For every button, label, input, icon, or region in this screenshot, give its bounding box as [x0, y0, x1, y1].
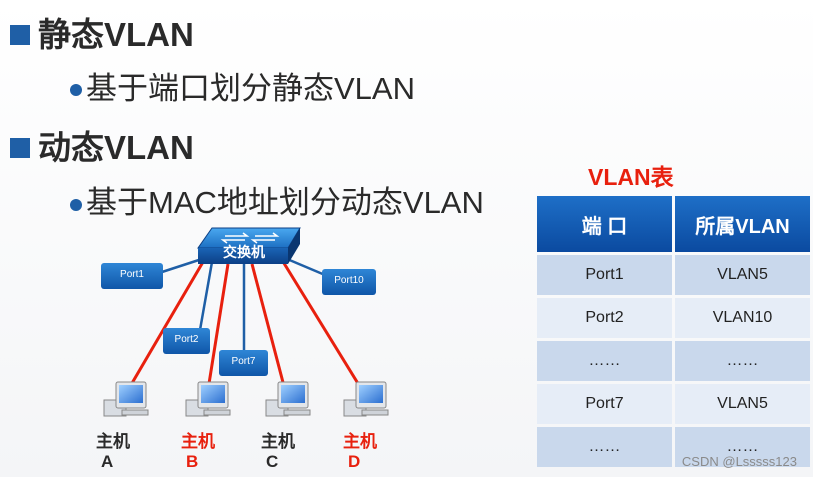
cell-port: Port1	[537, 255, 672, 295]
subheading-static-vlan: 基于端口划分静态VLAN	[86, 71, 415, 106]
computer-icon-a	[103, 381, 149, 417]
heading-dynamic-vlan: 动态VLAN	[38, 129, 194, 166]
port-tag-port10	[322, 269, 376, 295]
cell-port: Port7	[537, 384, 672, 424]
watermark: CSDN @Lsssss123	[681, 454, 797, 469]
host-name: 主机	[343, 432, 377, 451]
heading-bullet-2	[10, 138, 30, 158]
cell-vlan: VLAN5	[675, 384, 810, 424]
host-name: 主机	[261, 432, 295, 451]
computer-icon-c	[265, 381, 311, 417]
host-links	[126, 259, 364, 391]
host-id: C	[266, 452, 279, 471]
cell-port: ……	[537, 427, 672, 467]
host-id: A	[101, 452, 114, 471]
cell-port: ……	[537, 341, 672, 381]
switch-icon	[197, 227, 301, 264]
table-row: …… ……	[537, 427, 810, 467]
subheading-dynamic-vlan: 基于MAC地址划分动态VLAN	[86, 185, 484, 220]
column-header-vlan: 所属VLAN	[675, 196, 810, 252]
cell-vlan: VLAN5	[675, 255, 810, 295]
port-tag-port2	[163, 328, 210, 354]
switch-label: 交换机	[223, 244, 265, 260]
column-header-port: 端 口	[537, 196, 672, 252]
cell-vlan: ……	[675, 341, 810, 381]
table-row: Port1 VLAN5	[537, 255, 810, 295]
sub-bullet-1	[70, 84, 82, 96]
port-label-port7: Port7	[231, 356, 256, 367]
vlan-table: 端 口 所属VLAN Port1 VLAN5 Port2 VLAN10 …… ……	[534, 193, 813, 470]
sub-bullet-2	[70, 199, 82, 211]
heading-static-vlan: 静态VLAN	[38, 16, 194, 53]
cell-vlan: ……	[675, 427, 810, 467]
heading-bullet-1	[10, 25, 30, 45]
host-name: 主机	[96, 432, 130, 451]
host-label-a: 主机 A	[93, 432, 133, 472]
host-id: B	[186, 452, 199, 471]
computer-icon-d	[343, 381, 389, 417]
cell-vlan: VLAN10	[675, 298, 810, 338]
vlan-table-header-row: 端 口 所属VLAN	[537, 196, 810, 252]
table-row: …… ……	[537, 341, 810, 381]
vlan-table-title: VLAN表	[588, 164, 674, 190]
network-diagram	[101, 227, 389, 417]
port-label-port10: Port10	[334, 275, 364, 286]
cell-port: Port2	[537, 298, 672, 338]
host-label-b: 主机 B	[178, 432, 218, 472]
host-id: D	[348, 452, 361, 471]
host-label-d: 主机 D	[340, 432, 380, 472]
port-tag-port1	[101, 263, 163, 289]
computer-icon-b	[185, 381, 231, 417]
table-row: Port2 VLAN10	[537, 298, 810, 338]
port-label-port2: Port2	[174, 334, 199, 345]
host-label-c: 主机 C	[258, 432, 298, 472]
host-name: 主机	[181, 432, 215, 451]
port-tag-port7	[219, 350, 268, 376]
port-label-port1: Port1	[120, 269, 144, 280]
table-row: Port7 VLAN5	[537, 384, 810, 424]
